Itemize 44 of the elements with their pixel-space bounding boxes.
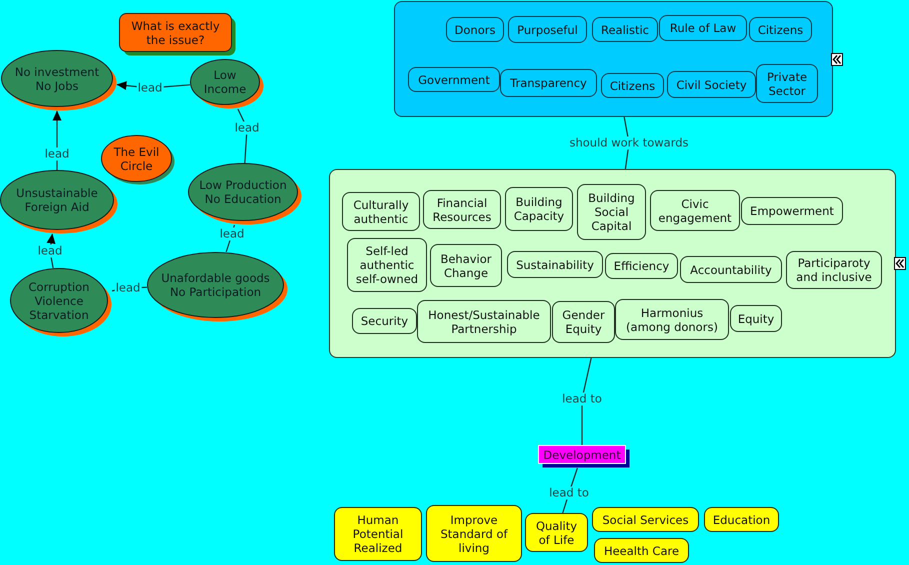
concept-box: Building Social Capital <box>577 184 646 240</box>
concept-box: Harmonius (among donors) <box>615 299 729 340</box>
concept-box: Equity <box>730 305 782 332</box>
group-panel <box>394 1 833 117</box>
concept-box: Civil Society <box>667 71 756 98</box>
edge-label: lead <box>234 122 260 134</box>
concept-box: Behavior Change <box>430 244 502 287</box>
edge-label: lead <box>44 148 70 160</box>
edge-label: lead to <box>548 486 590 500</box>
concept-box: Government <box>408 67 500 92</box>
outcome-box: Quality of Life <box>525 513 588 552</box>
concept-box: Honest/Sustainable Partnership <box>417 300 551 343</box>
concept-box: Accountability <box>680 256 782 283</box>
edge-label: lead <box>36 244 64 258</box>
ellipse-node: The Evil Circle <box>101 135 175 185</box>
concept-box: Financial Resources <box>423 190 501 229</box>
concept-box: Empowerment <box>741 197 843 225</box>
outcome-box: Social Services <box>592 507 699 532</box>
concept-box: Participaroty and inclusive <box>786 251 882 289</box>
concept-box: Civic engagement <box>650 190 740 231</box>
concept-box: Efficiency <box>605 253 678 279</box>
edge-label: lead <box>136 82 164 94</box>
concept-box: Realistic <box>592 17 658 42</box>
concept-box: Security <box>352 308 417 334</box>
concept-box: Donors <box>446 17 504 42</box>
edge-label: lead to <box>561 392 603 406</box>
concept-box: Building Capacity <box>505 187 573 231</box>
concept-box: Transparency <box>500 69 597 97</box>
outcome-box: Human Potential Realized <box>334 507 422 561</box>
concept-box: Citizens <box>601 73 664 98</box>
edge-label: should work towards <box>568 136 690 150</box>
concept-box: Self-led authentic self-owned <box>347 238 427 292</box>
concept-box: Rule of Law <box>659 15 747 41</box>
edge-label: lead <box>218 228 246 240</box>
concept-box: Sustainability <box>507 251 603 278</box>
concept-box: Culturally authentic <box>342 192 420 231</box>
concept-box: Citizens <box>749 17 812 42</box>
concept-box: Purposeful <box>508 16 587 43</box>
concept-box: Private Sector <box>756 64 818 103</box>
outcome-box: Education <box>704 507 779 532</box>
outcome-box: Heealth Care <box>594 538 689 563</box>
outcome-box: Improve Standard of living <box>426 505 522 562</box>
group-panel <box>329 169 896 358</box>
concept-box: Gender Equity <box>552 301 615 343</box>
